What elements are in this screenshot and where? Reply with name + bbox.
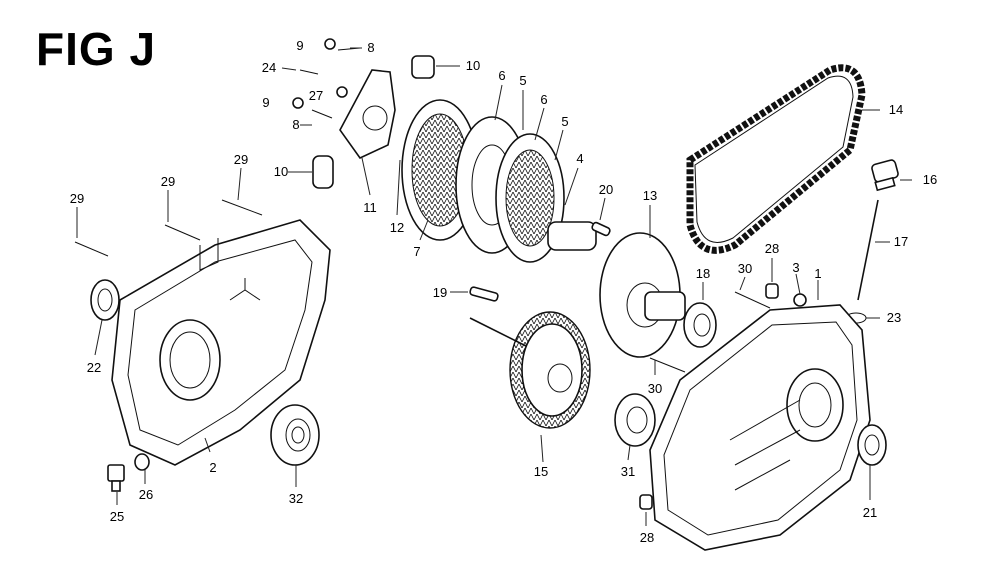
bearing-32 — [270, 404, 320, 466]
right-case-1 — [649, 304, 871, 551]
callout-4: 4 — [576, 151, 583, 166]
callout-7: 7 — [413, 244, 420, 259]
callout-23: 23 — [887, 310, 901, 325]
callout-9b: 9 — [262, 95, 269, 110]
callout-28b: 28 — [640, 530, 654, 545]
key-19 — [469, 286, 499, 302]
figure-title: FIG J — [36, 23, 157, 75]
callout-26: 26 — [139, 487, 153, 502]
callout-2: 2 — [209, 460, 216, 475]
callout-5b: 5 — [561, 114, 568, 129]
callout-30a: 30 — [738, 261, 752, 276]
callout-30b: 30 — [648, 381, 662, 396]
callout-20: 20 — [599, 182, 613, 197]
callout-10a: 10 — [466, 58, 480, 73]
callout-12: 12 — [390, 220, 404, 235]
callout-10b: 10 — [274, 164, 288, 179]
left-case-cover — [111, 219, 331, 466]
clutch-drum-13 — [599, 232, 686, 358]
callout-28a: 28 — [765, 241, 779, 256]
oil-seal-22 — [90, 279, 120, 321]
callout-13: 13 — [643, 188, 657, 203]
washer-26 — [134, 453, 150, 471]
callout-8b: 8 — [292, 117, 299, 132]
oil-seal-21 — [857, 424, 887, 466]
pin-3 — [793, 293, 807, 307]
callout-16: 16 — [923, 172, 937, 187]
callout-8a: 8 — [367, 40, 374, 55]
callout-14: 14 — [889, 102, 903, 117]
bushing-18 — [683, 302, 717, 348]
callout-24: 24 — [262, 60, 276, 75]
callout-1: 1 — [814, 266, 821, 281]
callout-labels: 1 2 3 4 5 5 6 6 7 8 8 9 9 10 10 11 12 13… — [70, 38, 937, 545]
clutch-shoe-assembly — [292, 38, 435, 189]
callout-32: 32 — [289, 491, 303, 506]
drain-bolt-25 — [107, 464, 125, 492]
callout-6b: 6 — [540, 92, 547, 107]
callout-15: 15 — [534, 464, 548, 479]
key-20 — [591, 221, 611, 237]
callout-29c: 29 — [234, 152, 248, 167]
callout-22: 22 — [87, 360, 101, 375]
callout-9a: 9 — [296, 38, 303, 53]
callout-19: 19 — [433, 285, 447, 300]
callout-3: 3 — [792, 260, 799, 275]
callout-11: 11 — [363, 200, 377, 215]
dowel-pins-28 — [639, 283, 779, 510]
callout-29b: 29 — [161, 174, 175, 189]
bolts-29 — [74, 199, 263, 257]
callout-6a: 6 — [498, 68, 505, 83]
callout-5a: 5 — [519, 73, 526, 88]
bolts-30 — [649, 291, 771, 373]
callout-31: 31 — [621, 464, 635, 479]
drive-chain-14 — [686, 64, 866, 254]
dipstick-17 — [857, 199, 879, 301]
callout-29a: 29 — [70, 191, 84, 206]
callout-18: 18 — [696, 266, 710, 281]
callout-25: 25 — [110, 509, 124, 524]
callout-27: 27 — [309, 88, 323, 103]
bearing-31 — [614, 393, 656, 447]
sprocket-15 — [469, 311, 591, 429]
callout-17: 17 — [894, 234, 908, 249]
clutch-plates — [401, 99, 597, 263]
oil-filler-cap-16 — [871, 159, 899, 192]
callout-21: 21 — [863, 505, 877, 520]
